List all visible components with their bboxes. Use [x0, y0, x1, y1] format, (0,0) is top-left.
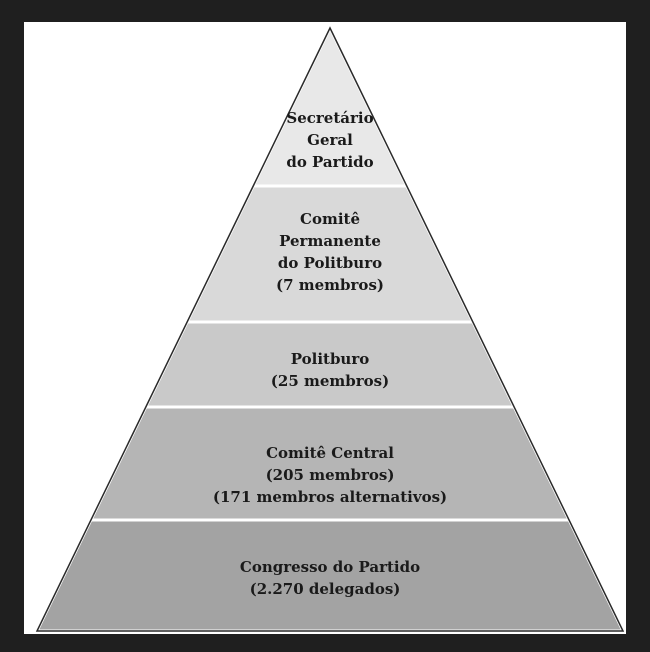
- tier-label-politburo-standing-committee-line-1: Comitê: [300, 210, 360, 228]
- tier-label-politburo-standing-committee-line-4: (7 membros): [276, 276, 384, 294]
- pyramid-tiers: [34, 24, 626, 633]
- tier-label-secretary-general-line-2: Geral: [307, 131, 353, 149]
- tier-label-politburo-line-1: Politburo: [291, 350, 370, 368]
- tier-label-party-congress-line-2: (2.270 delegados): [250, 580, 401, 598]
- tier-label-politburo-standing-committee-line-3: do Politburo: [278, 254, 382, 272]
- tier-label-central-committee-line-3: (171 membros alternativos): [213, 488, 447, 506]
- tier-label-central-committee-line-1: Comitê Central: [266, 444, 394, 462]
- pyramid-outline: [35, 26, 625, 632]
- tier-label-politburo-line-2: (25 membros): [271, 372, 389, 390]
- tier-label-secretary-general-line-3: do Partido: [286, 153, 373, 171]
- tier-label-secretary-general-line-1: Secretário: [286, 109, 373, 127]
- tier-label-central-committee-line-2: (205 membros): [266, 466, 395, 484]
- tier-label-politburo-standing-committee-line-2: Permanente: [279, 232, 381, 250]
- tier-label-party-congress-line-1: Congresso do Partido: [240, 558, 420, 576]
